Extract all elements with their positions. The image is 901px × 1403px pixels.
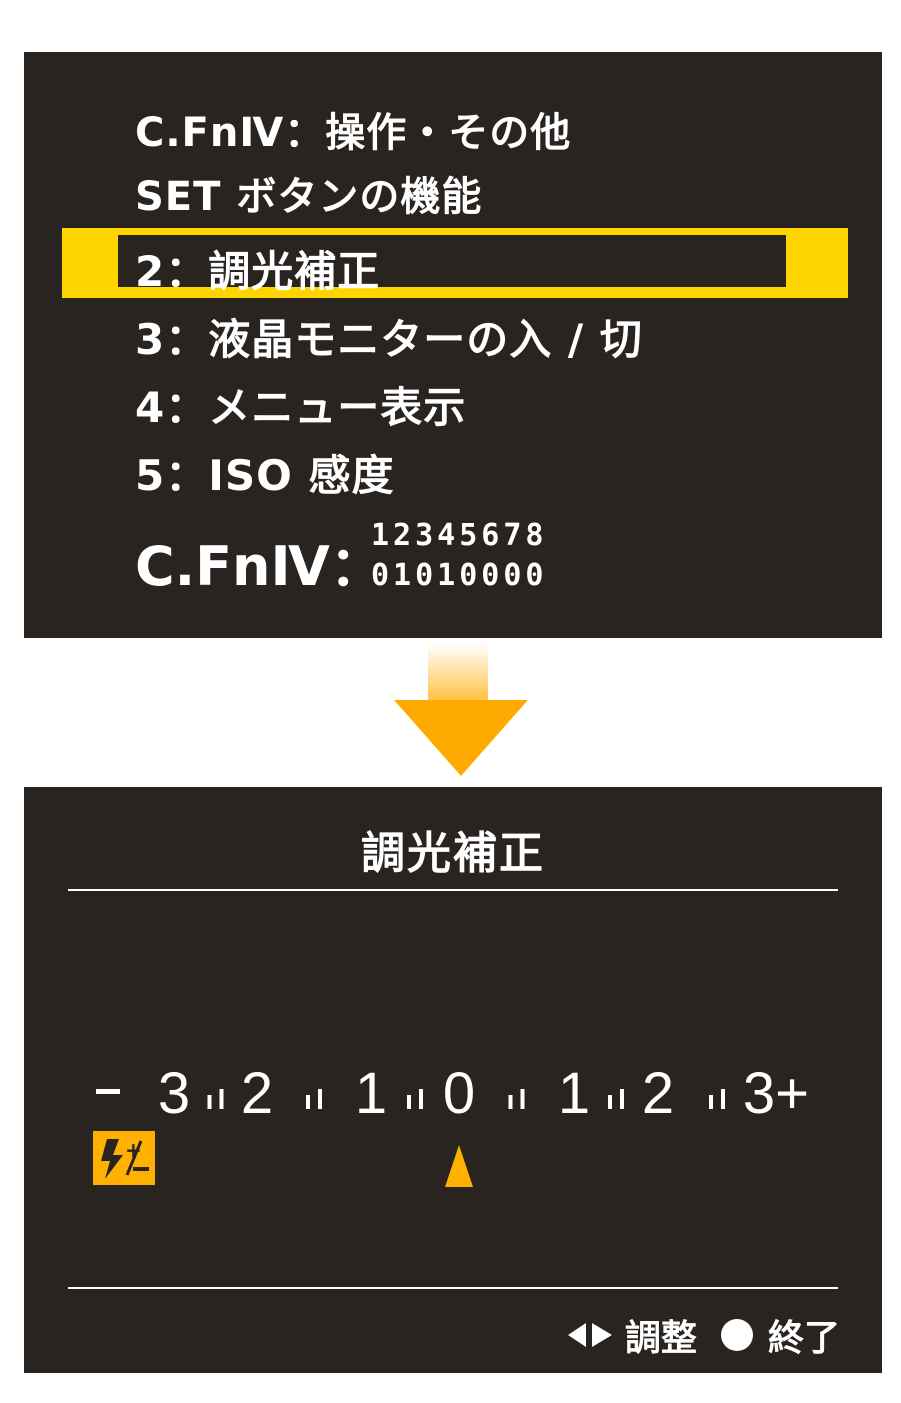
scale-tick	[721, 1089, 725, 1109]
scale-label-4: 1	[558, 1061, 590, 1126]
scale-tick	[620, 1089, 624, 1109]
menu-option-lcd-toggle[interactable]: 3：液晶モニターの入 / 切	[135, 315, 643, 364]
left-right-arrows-icon	[568, 1323, 613, 1347]
menu-option-menu-display[interactable]: 4：メニュー表示	[135, 383, 467, 432]
svg-text:+: +	[125, 1138, 142, 1162]
option-number: 3	[135, 315, 166, 364]
scale-label-0: 3	[158, 1061, 190, 1126]
scale-tick	[709, 1095, 713, 1109]
scale-label-6: 3+	[743, 1061, 809, 1126]
option-number: 5	[135, 451, 166, 500]
title-divider	[68, 889, 838, 891]
option-number: 4	[135, 383, 166, 432]
menu-option-flash-comp[interactable]: 2：調光補正	[135, 247, 381, 296]
cfn-status-label: C.FnⅣ：	[135, 535, 384, 598]
custom-function-menu-screen: C.FnⅣ：操作・その他 SET ボタンの機能 2：調光補正 3：液晶モニターの…	[24, 52, 882, 638]
set-button-icon	[721, 1319, 754, 1351]
scale-label-2: 1	[355, 1061, 387, 1126]
scale-tick	[207, 1095, 212, 1109]
scale-label-1: 2	[241, 1061, 273, 1126]
scale-tick	[407, 1095, 411, 1109]
menu-header-category: C.FnⅣ：操作・その他	[135, 110, 572, 156]
footer-exit-label: 終了	[767, 1318, 840, 1359]
scale-tick	[608, 1095, 612, 1109]
current-value-pointer	[445, 1145, 473, 1187]
flash-exposure-compensation-icon: +	[93, 1131, 155, 1185]
option-label: 調光補正	[208, 247, 381, 296]
scale-tick	[419, 1089, 423, 1109]
footer-divider	[68, 1287, 838, 1289]
option-label: ISO 感度	[208, 451, 395, 500]
scale-tick	[318, 1089, 322, 1109]
scale-label-5: 2	[642, 1061, 674, 1126]
option-label: メニュー表示	[208, 383, 467, 432]
scale-tick	[306, 1095, 310, 1109]
scale-tick	[219, 1089, 224, 1109]
selected-item-highlight	[62, 228, 848, 298]
scale-label-3: 0	[443, 1061, 475, 1126]
option-number: 2	[135, 247, 166, 296]
scale-tick	[520, 1089, 525, 1109]
option-label: 液晶モニターの入 / 切	[208, 315, 643, 364]
footer-controls: 調整 終了	[568, 1309, 840, 1361]
screen-title: 調光補正	[361, 828, 545, 879]
scale-minus-sign	[96, 1089, 120, 1094]
scale-tick	[508, 1095, 513, 1109]
menu-header-function: SET ボタンの機能	[135, 174, 483, 220]
cfn-setting-values: 01010000	[371, 558, 548, 593]
menu-option-iso[interactable]: 5：ISO 感度	[135, 451, 395, 500]
cfn-function-numbers: 12345678	[371, 518, 548, 553]
footer-adjust-label: 調整	[624, 1318, 697, 1359]
